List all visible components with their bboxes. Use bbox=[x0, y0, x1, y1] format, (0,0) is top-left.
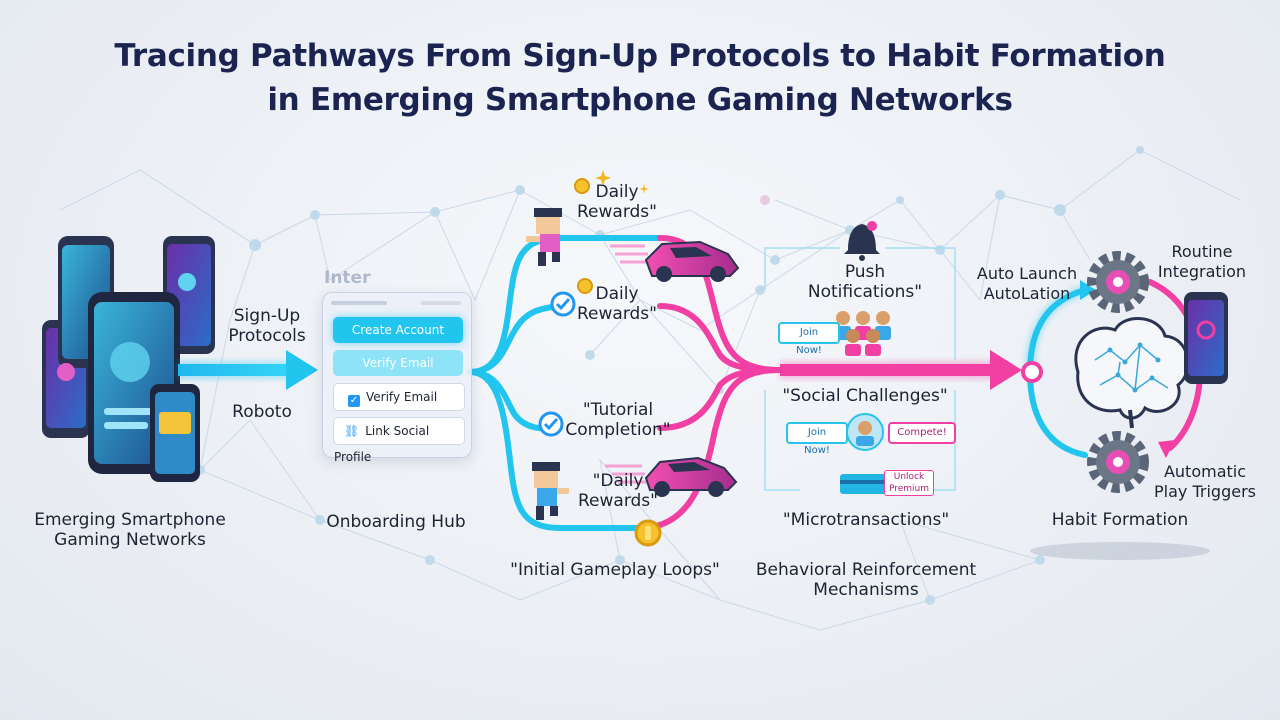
check-circle-icon bbox=[550, 291, 576, 317]
arrow-head bbox=[286, 350, 318, 390]
onboarding-caption: Onboarding Hub bbox=[326, 512, 466, 532]
onboarding-hub-panel: Create Account Verify Email ✓Verify Emai… bbox=[322, 292, 472, 464]
group-avatar-icon bbox=[846, 413, 884, 451]
verify-email-checkbox-row[interactable]: ✓Verify Email bbox=[333, 383, 465, 411]
page-title: Tracing Pathways From Sign-Up Protocols … bbox=[114, 38, 1166, 74]
microtransactions-label: "Microtransactions" bbox=[782, 510, 950, 530]
coin-icon bbox=[574, 178, 590, 194]
smartphone-icon bbox=[1184, 292, 1228, 384]
arrow-head bbox=[990, 350, 1022, 390]
roboto-label: Roboto bbox=[232, 402, 292, 422]
hub-ghost-title: Inter bbox=[324, 268, 371, 288]
brain-icon bbox=[1074, 317, 1190, 429]
race-car-icon bbox=[644, 240, 740, 282]
check-circle-icon bbox=[538, 411, 564, 437]
pedestal-shadow bbox=[1030, 542, 1210, 560]
social-challenges-label: "Social Challenges" bbox=[782, 386, 948, 406]
gameplay-caption: "Initial Gameplay Loops" bbox=[510, 560, 720, 580]
compete-chip: Compete! bbox=[888, 422, 956, 444]
link-icon: ⛓ bbox=[344, 424, 360, 438]
verify-email-button[interactable]: Verify Email bbox=[333, 350, 463, 376]
junction-node bbox=[1021, 361, 1043, 383]
race-car-icon bbox=[644, 456, 738, 497]
mesh-nodes bbox=[195, 146, 1144, 605]
gear-icon bbox=[1087, 251, 1149, 313]
join-now-chip: Join Now! bbox=[786, 422, 848, 456]
pixel-character-icon bbox=[526, 208, 562, 266]
sparkle-icon bbox=[595, 170, 649, 194]
join-now-chip: Join Now! bbox=[778, 322, 840, 356]
speed-lines bbox=[605, 244, 650, 484]
coin-icon bbox=[634, 519, 662, 547]
link-social-profile-button[interactable]: ⛓Link Social Profile bbox=[333, 417, 465, 464]
smartphone-icon bbox=[42, 236, 215, 482]
create-account-button[interactable]: Create Account bbox=[333, 317, 463, 343]
bell-icon bbox=[844, 221, 880, 261]
gear-icon bbox=[1087, 431, 1149, 493]
habit-formation-caption: Habit Formation bbox=[1051, 510, 1189, 530]
coin-icon bbox=[577, 278, 593, 294]
checkbox-icon: ✓ bbox=[348, 395, 360, 407]
page-subtitle: in Emerging Smartphone Gaming Networks bbox=[267, 82, 1013, 118]
group-avatar-icon bbox=[835, 311, 891, 356]
pixel-character-icon bbox=[532, 462, 569, 520]
